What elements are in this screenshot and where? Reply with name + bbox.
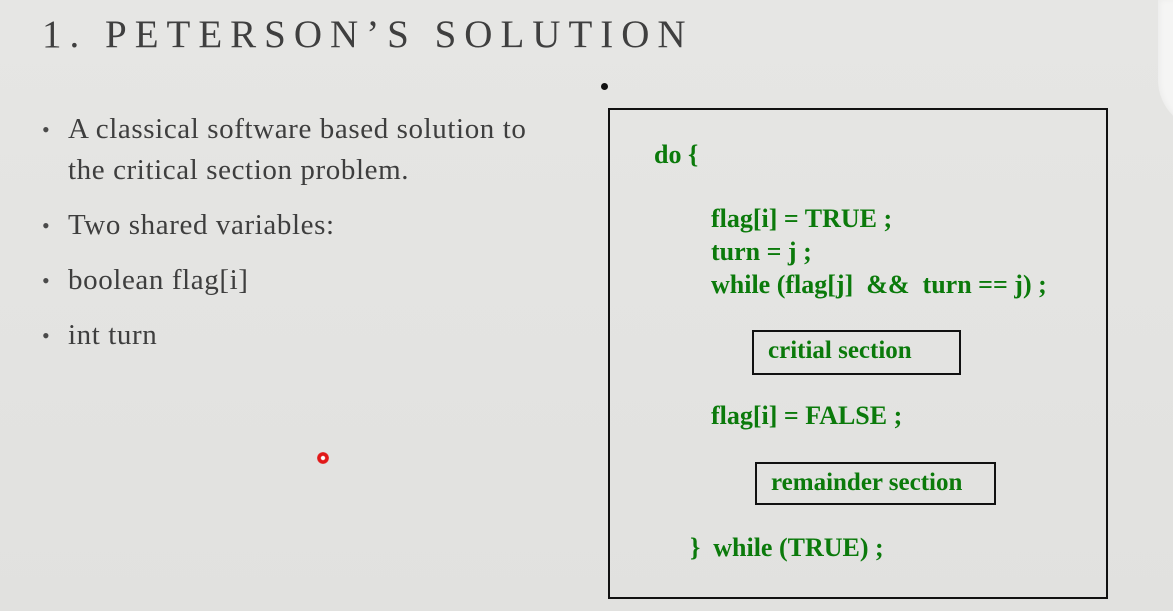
bullet-mark: • <box>42 117 51 142</box>
code-line-end-while: } while (TRUE) ; <box>690 533 884 562</box>
code-box <box>608 108 1108 599</box>
bullet-item: • Two shared variables: <box>38 205 538 246</box>
laser-pointer-icon <box>317 452 329 464</box>
critical-section-box: critial section <box>752 330 961 375</box>
bullet-text: int turn <box>68 319 158 351</box>
code-line-do: do { <box>654 140 699 169</box>
bullet-item: • int turn <box>38 315 538 356</box>
bullet-mark: • <box>42 268 51 293</box>
code-line-while-wait: while (flag[j] && turn == j) ; <box>711 270 1047 299</box>
bullet-item: • A classical software based solution to… <box>38 109 538 191</box>
bullet-dot <box>601 83 608 90</box>
bullet-text: Two shared variables: <box>68 209 335 241</box>
slide-edge-shape <box>1158 0 1173 130</box>
bullet-text: A classical software based solution to t… <box>68 113 527 186</box>
slide-title: 1. PETERSON’S SOLUTION <box>42 13 694 56</box>
bullet-mark: • <box>42 323 51 348</box>
bullet-item: • boolean flag[i] <box>38 260 538 301</box>
code-line-flag-true: flag[i] = TRUE ; <box>711 204 893 233</box>
code-line-flag-false: flag[i] = FALSE ; <box>711 401 903 430</box>
bullet-mark: • <box>42 213 51 238</box>
remainder-section-box: remainder section <box>755 462 996 505</box>
bullet-list: • A classical software based solution to… <box>38 109 538 370</box>
code-line-turn: turn = j ; <box>711 237 812 266</box>
bullet-text: boolean flag[i] <box>68 264 249 296</box>
